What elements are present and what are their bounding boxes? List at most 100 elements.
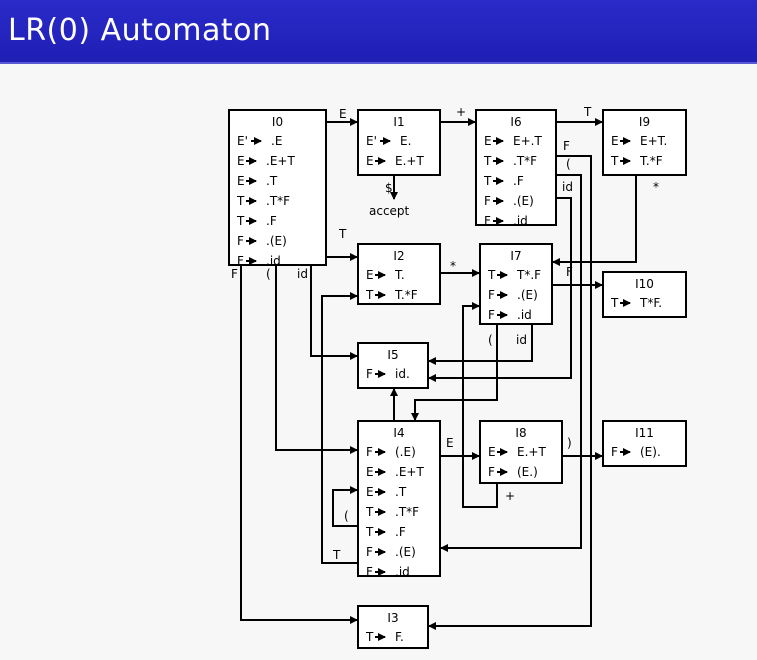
item-lhs: F xyxy=(488,288,495,302)
item-rhs: T*.F xyxy=(516,268,541,282)
slide-title: LR(0) Automaton xyxy=(8,13,272,48)
item-lhs: F xyxy=(484,214,491,228)
state-box xyxy=(357,605,429,649)
item-rhs: .T*F xyxy=(266,194,290,208)
item-rhs: .T xyxy=(266,174,278,188)
edge-label-i7-paren: ( xyxy=(488,333,493,347)
edge-label-i0-F: F xyxy=(231,267,238,281)
edge-i0-i3 xyxy=(240,265,358,624)
title-bar: LR(0) Automaton xyxy=(0,0,757,64)
edge-label-i6-F: F xyxy=(563,139,570,153)
item-rhs: E+.T xyxy=(513,134,542,148)
item-lhs: T xyxy=(236,194,245,208)
item-rhs: (.E) xyxy=(395,445,416,459)
edge-label-i9-i7: * xyxy=(653,180,659,194)
state-id-label: I10 xyxy=(635,277,654,291)
item-lhs: F xyxy=(366,565,373,579)
edge-label-i1-dollar: $ xyxy=(385,181,393,195)
item-rhs: T.*F xyxy=(394,288,418,302)
edge-label-i6-i9: T xyxy=(583,105,592,119)
edge-label-i7-id: id xyxy=(516,333,527,347)
item-rhs: T. xyxy=(394,268,405,282)
edge-i8-i6 xyxy=(462,302,498,508)
item-lhs: T xyxy=(610,154,619,168)
edge-label-accept: accept xyxy=(369,204,410,218)
item-rhs: .F xyxy=(266,214,277,228)
item-rhs: .T*F xyxy=(513,154,537,168)
item-lhs: F xyxy=(488,308,495,322)
edge-i6-i4 xyxy=(440,174,582,552)
item-lhs: F xyxy=(484,194,491,208)
edge-label-i2-i7: * xyxy=(450,259,456,273)
item-lhs: E xyxy=(366,485,374,499)
edge-label-i8-i11: ) xyxy=(567,436,572,450)
state-id-label: I0 xyxy=(272,115,283,129)
state-box xyxy=(602,271,687,318)
item-rhs: id. xyxy=(395,367,410,381)
item-rhs: .id xyxy=(266,254,281,268)
state-box xyxy=(357,109,441,176)
edge-i4-self xyxy=(332,486,358,527)
state-id-label: I3 xyxy=(387,611,398,625)
edge-label-i4-paren: ( xyxy=(344,509,349,523)
item-lhs: T xyxy=(483,154,492,168)
item-lhs: E' xyxy=(237,134,248,148)
state-i4: I4F(.E)E.E+TE.TT.T*FT.FF.(E)F.id xyxy=(357,420,441,579)
item-rhs: T.*F xyxy=(639,154,663,168)
item-lhs: E xyxy=(488,445,496,459)
item-rhs: .id xyxy=(513,214,528,228)
edge-label-i4-i8: E xyxy=(446,436,454,450)
item-lhs: F xyxy=(611,445,618,459)
state-id-label: I6 xyxy=(510,115,521,129)
item-rhs: E.+T xyxy=(395,154,424,168)
edge-label-i6-id: id xyxy=(562,180,573,194)
item-rhs: .F xyxy=(513,174,524,188)
state-id-label: I2 xyxy=(393,249,404,263)
item-rhs: .E xyxy=(271,134,282,148)
item-rhs: .(E) xyxy=(517,288,538,302)
item-lhs: E xyxy=(366,465,374,479)
item-lhs: E xyxy=(484,134,492,148)
state-box xyxy=(479,420,563,484)
item-rhs: T*F. xyxy=(639,296,662,310)
item-lhs: T xyxy=(365,505,374,519)
state-id-label: I11 xyxy=(635,426,654,440)
item-lhs: E xyxy=(611,134,619,148)
state-box xyxy=(602,109,687,176)
item-lhs: E xyxy=(237,174,245,188)
item-rhs: .E+T xyxy=(395,465,424,479)
item-lhs: T xyxy=(483,174,492,188)
edge-label-i0-id: id xyxy=(297,267,308,281)
item-rhs: .id xyxy=(517,308,532,322)
item-rhs: F. xyxy=(395,630,404,644)
state-id-label: I1 xyxy=(393,115,404,129)
edge-i0-i5 xyxy=(310,265,358,360)
state-box xyxy=(479,243,553,325)
item-lhs: F xyxy=(366,545,373,559)
state-box xyxy=(602,420,687,467)
edge-label-i1-i6: + xyxy=(456,105,466,119)
state-id-label: I7 xyxy=(510,249,521,263)
edge-label-i0-i2: T xyxy=(338,227,347,241)
state-id-label: I9 xyxy=(639,115,650,129)
edge-i6-i5 xyxy=(428,197,572,382)
item-lhs: T xyxy=(365,288,374,302)
item-rhs: (E). xyxy=(640,445,661,459)
item-rhs: .(E) xyxy=(395,545,416,559)
item-lhs: E xyxy=(237,154,245,168)
item-rhs: .T xyxy=(395,485,407,499)
state-box xyxy=(228,109,327,266)
item-rhs: .id xyxy=(395,565,410,579)
edge-i7-i4 xyxy=(411,324,498,421)
item-lhs: F xyxy=(237,254,244,268)
